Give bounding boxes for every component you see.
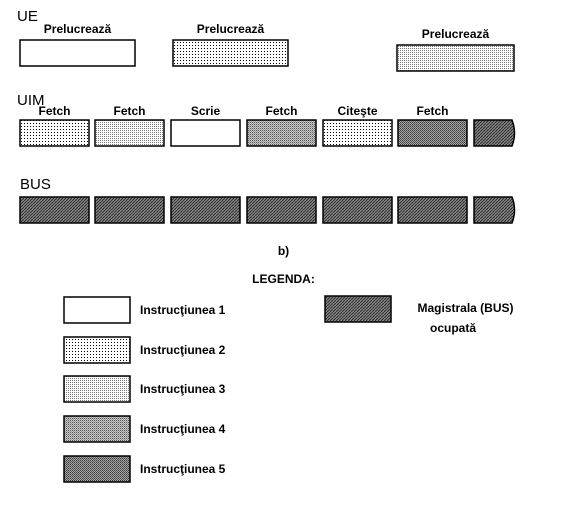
uim-block-7: [473, 119, 516, 147]
legend-label-3: Instrucţiunea 3: [140, 382, 226, 396]
caption: b): [277, 244, 290, 258]
uim-block-2-label: Fetch: [113, 104, 146, 118]
uim-row-label: UIM: [17, 92, 45, 109]
legend-title: LEGENDA:: [252, 272, 315, 286]
uim-block-1: [19, 119, 90, 147]
legend-label-5: Instrucţiunea 5: [140, 462, 226, 476]
bus-block-4: [246, 196, 317, 224]
bus-block-5: [322, 196, 393, 224]
uim-block-5: [322, 119, 393, 147]
legend-bus-label-line1: Magistrala (BUS): [417, 301, 514, 315]
bus-row-label: BUS: [20, 176, 51, 193]
legend-label-1: Instrucţiunea 1: [140, 303, 226, 317]
uim-block-2: [94, 119, 165, 147]
legend-label-2: Instrucţiunea 2: [140, 343, 226, 357]
uim-block-1-label: Fetch: [38, 104, 71, 118]
legend-swatch-5: [63, 455, 131, 483]
bus-block-7: [473, 196, 516, 224]
ue-row-label: UE: [17, 8, 38, 25]
legend-swatch-bus: [324, 295, 392, 323]
ue-block-2: [172, 39, 289, 67]
uim-block-5-label: Citeşte: [337, 104, 378, 118]
uim-block-3-label: Scrie: [190, 104, 221, 118]
uim-block-6-label: Fetch: [416, 104, 449, 118]
ue-block-1: [19, 39, 136, 67]
bus-block-2: [94, 196, 165, 224]
uim-block-4-label: Fetch: [265, 104, 298, 118]
legend-swatch-2: [63, 336, 131, 364]
ue-block-3-label: Prelucrează: [421, 27, 490, 41]
bus-block-6: [397, 196, 468, 224]
ue-block-2-label: Prelucrează: [196, 22, 265, 36]
legend-swatch-3: [63, 375, 131, 403]
bus-block-1: [19, 196, 90, 224]
legend-swatch-4: [63, 415, 131, 443]
bus-block-3: [170, 196, 241, 224]
uim-block-4: [246, 119, 317, 147]
uim-block-3: [170, 119, 241, 147]
legend-bus-label-line2: ocupată: [429, 321, 476, 335]
ue-block-3: [396, 44, 515, 72]
ue-block-1-label: Prelucrează: [43, 22, 112, 36]
legend-swatch-1: [63, 296, 131, 324]
legend-label-4: Instrucţiunea 4: [140, 422, 226, 436]
uim-block-6: [397, 119, 468, 147]
